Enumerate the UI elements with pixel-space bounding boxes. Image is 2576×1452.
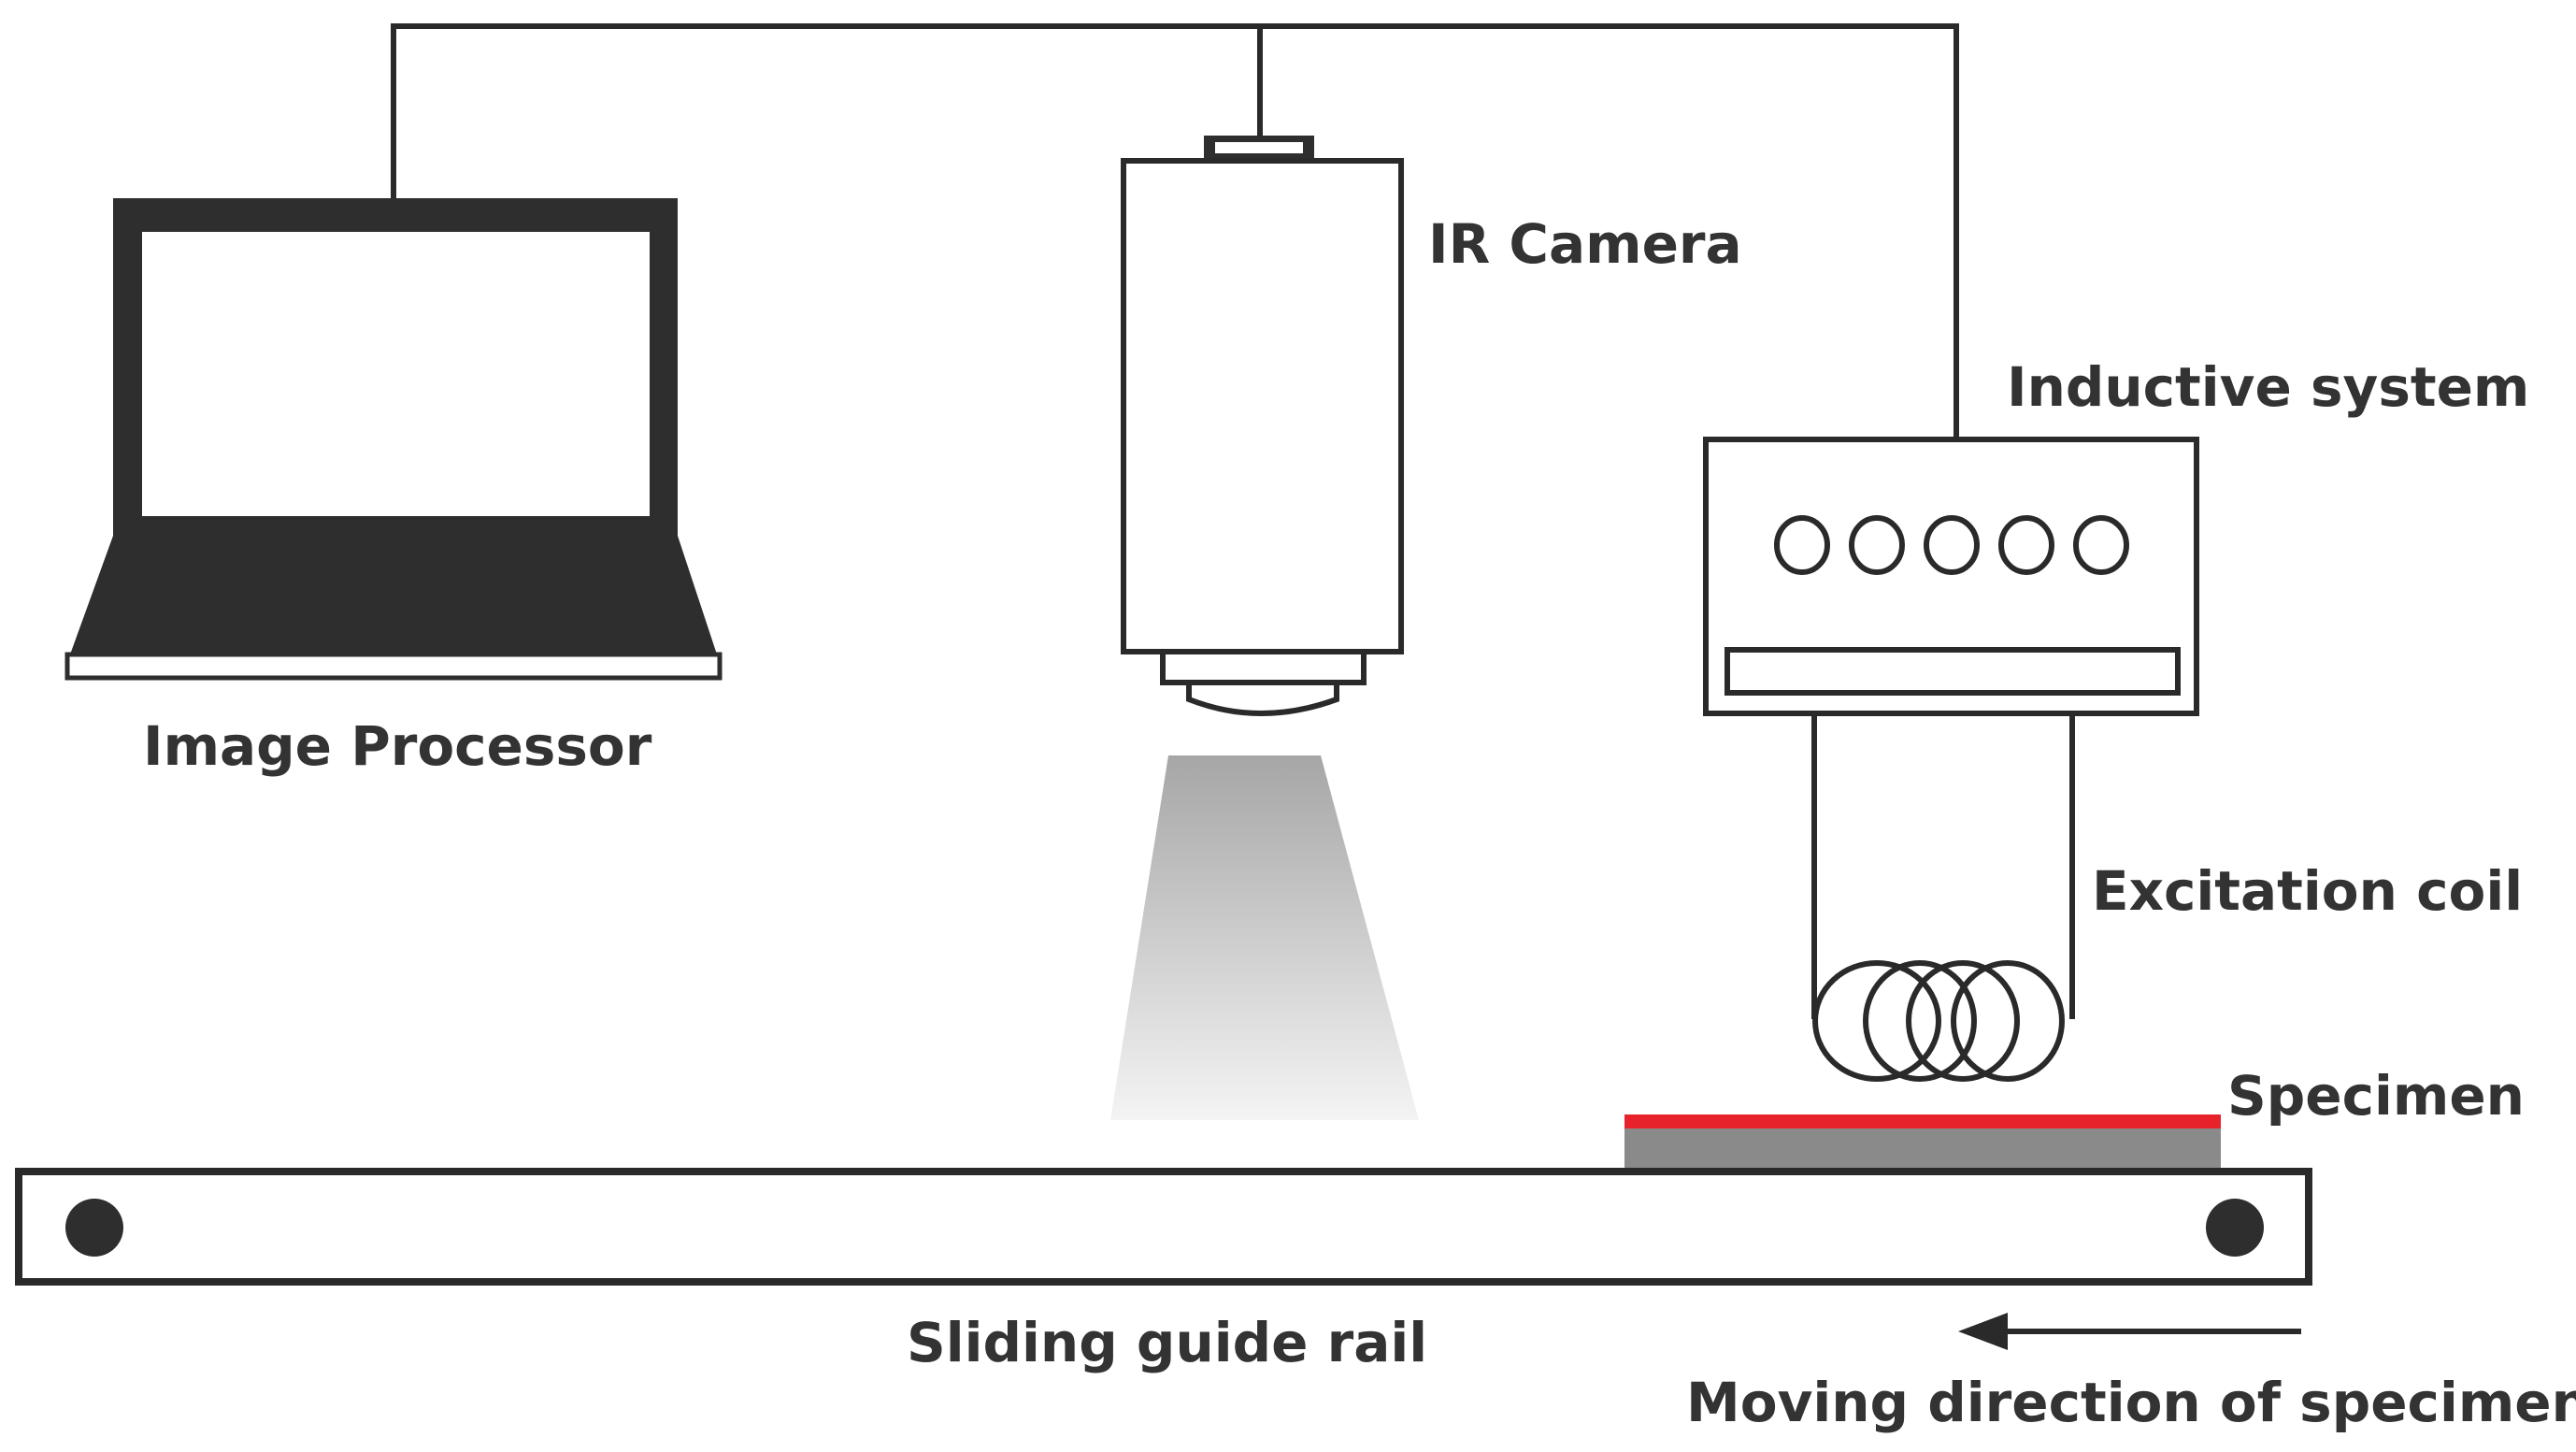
specimen xyxy=(1624,1114,2221,1170)
rail-wheel-right xyxy=(2206,1199,2264,1257)
coil-loop-1 xyxy=(1812,960,1941,1082)
rail-bar xyxy=(15,1168,2312,1286)
coil-loop-4 xyxy=(1951,960,2065,1082)
laptop-screen xyxy=(142,232,650,516)
inductive-system-knob xyxy=(2073,515,2129,575)
inductive-system-knob xyxy=(1849,515,1905,575)
inductive-system-knob xyxy=(1998,515,2054,575)
label-sliding-guide-rail: Sliding guide rail xyxy=(907,1311,1427,1374)
sliding-guide-rail xyxy=(15,1168,2312,1286)
laptop-icon xyxy=(64,198,723,681)
rail-wheel-left xyxy=(65,1199,123,1257)
connection-wires xyxy=(391,23,1959,439)
inductive-system-knob xyxy=(1924,515,1980,575)
ir-beam xyxy=(1110,755,1419,1120)
label-specimen: Specimen xyxy=(2227,1064,2525,1128)
inductive-system-display-slot xyxy=(1724,647,2181,696)
label-excitation-coil: Excitation coil xyxy=(2092,859,2523,923)
wire-top-bus xyxy=(391,23,1959,439)
label-inductive-system: Inductive system xyxy=(2007,355,2529,419)
inductive-system-knob xyxy=(1774,515,1830,575)
moving-direction-arrow-icon xyxy=(1958,1313,2301,1350)
specimen-body xyxy=(1624,1125,2221,1170)
camera-body xyxy=(1121,158,1404,654)
ir-camera-icon xyxy=(1121,136,1404,716)
label-image-processor: Image Processor xyxy=(143,714,652,778)
specimen-surface xyxy=(1624,1114,2221,1129)
camera-connector-inner xyxy=(1215,142,1303,153)
label-moving-direction: Moving direction of specimen xyxy=(1686,1371,2576,1434)
inductive-system-icon xyxy=(1703,437,2199,716)
coil-loop-3 xyxy=(1906,960,2020,1082)
excitation-coil-icon xyxy=(1811,713,2075,1082)
inductive-system-knobs xyxy=(1774,515,2129,575)
coil-loop-2 xyxy=(1863,960,1977,1082)
camera-lens-mount xyxy=(1160,649,1367,685)
arrow-head xyxy=(1958,1313,2008,1350)
laptop-base xyxy=(64,652,723,681)
label-ir-camera: IR Camera xyxy=(1428,212,1742,276)
laptop-keyboard xyxy=(70,536,717,654)
camera-lens xyxy=(1186,680,1339,716)
